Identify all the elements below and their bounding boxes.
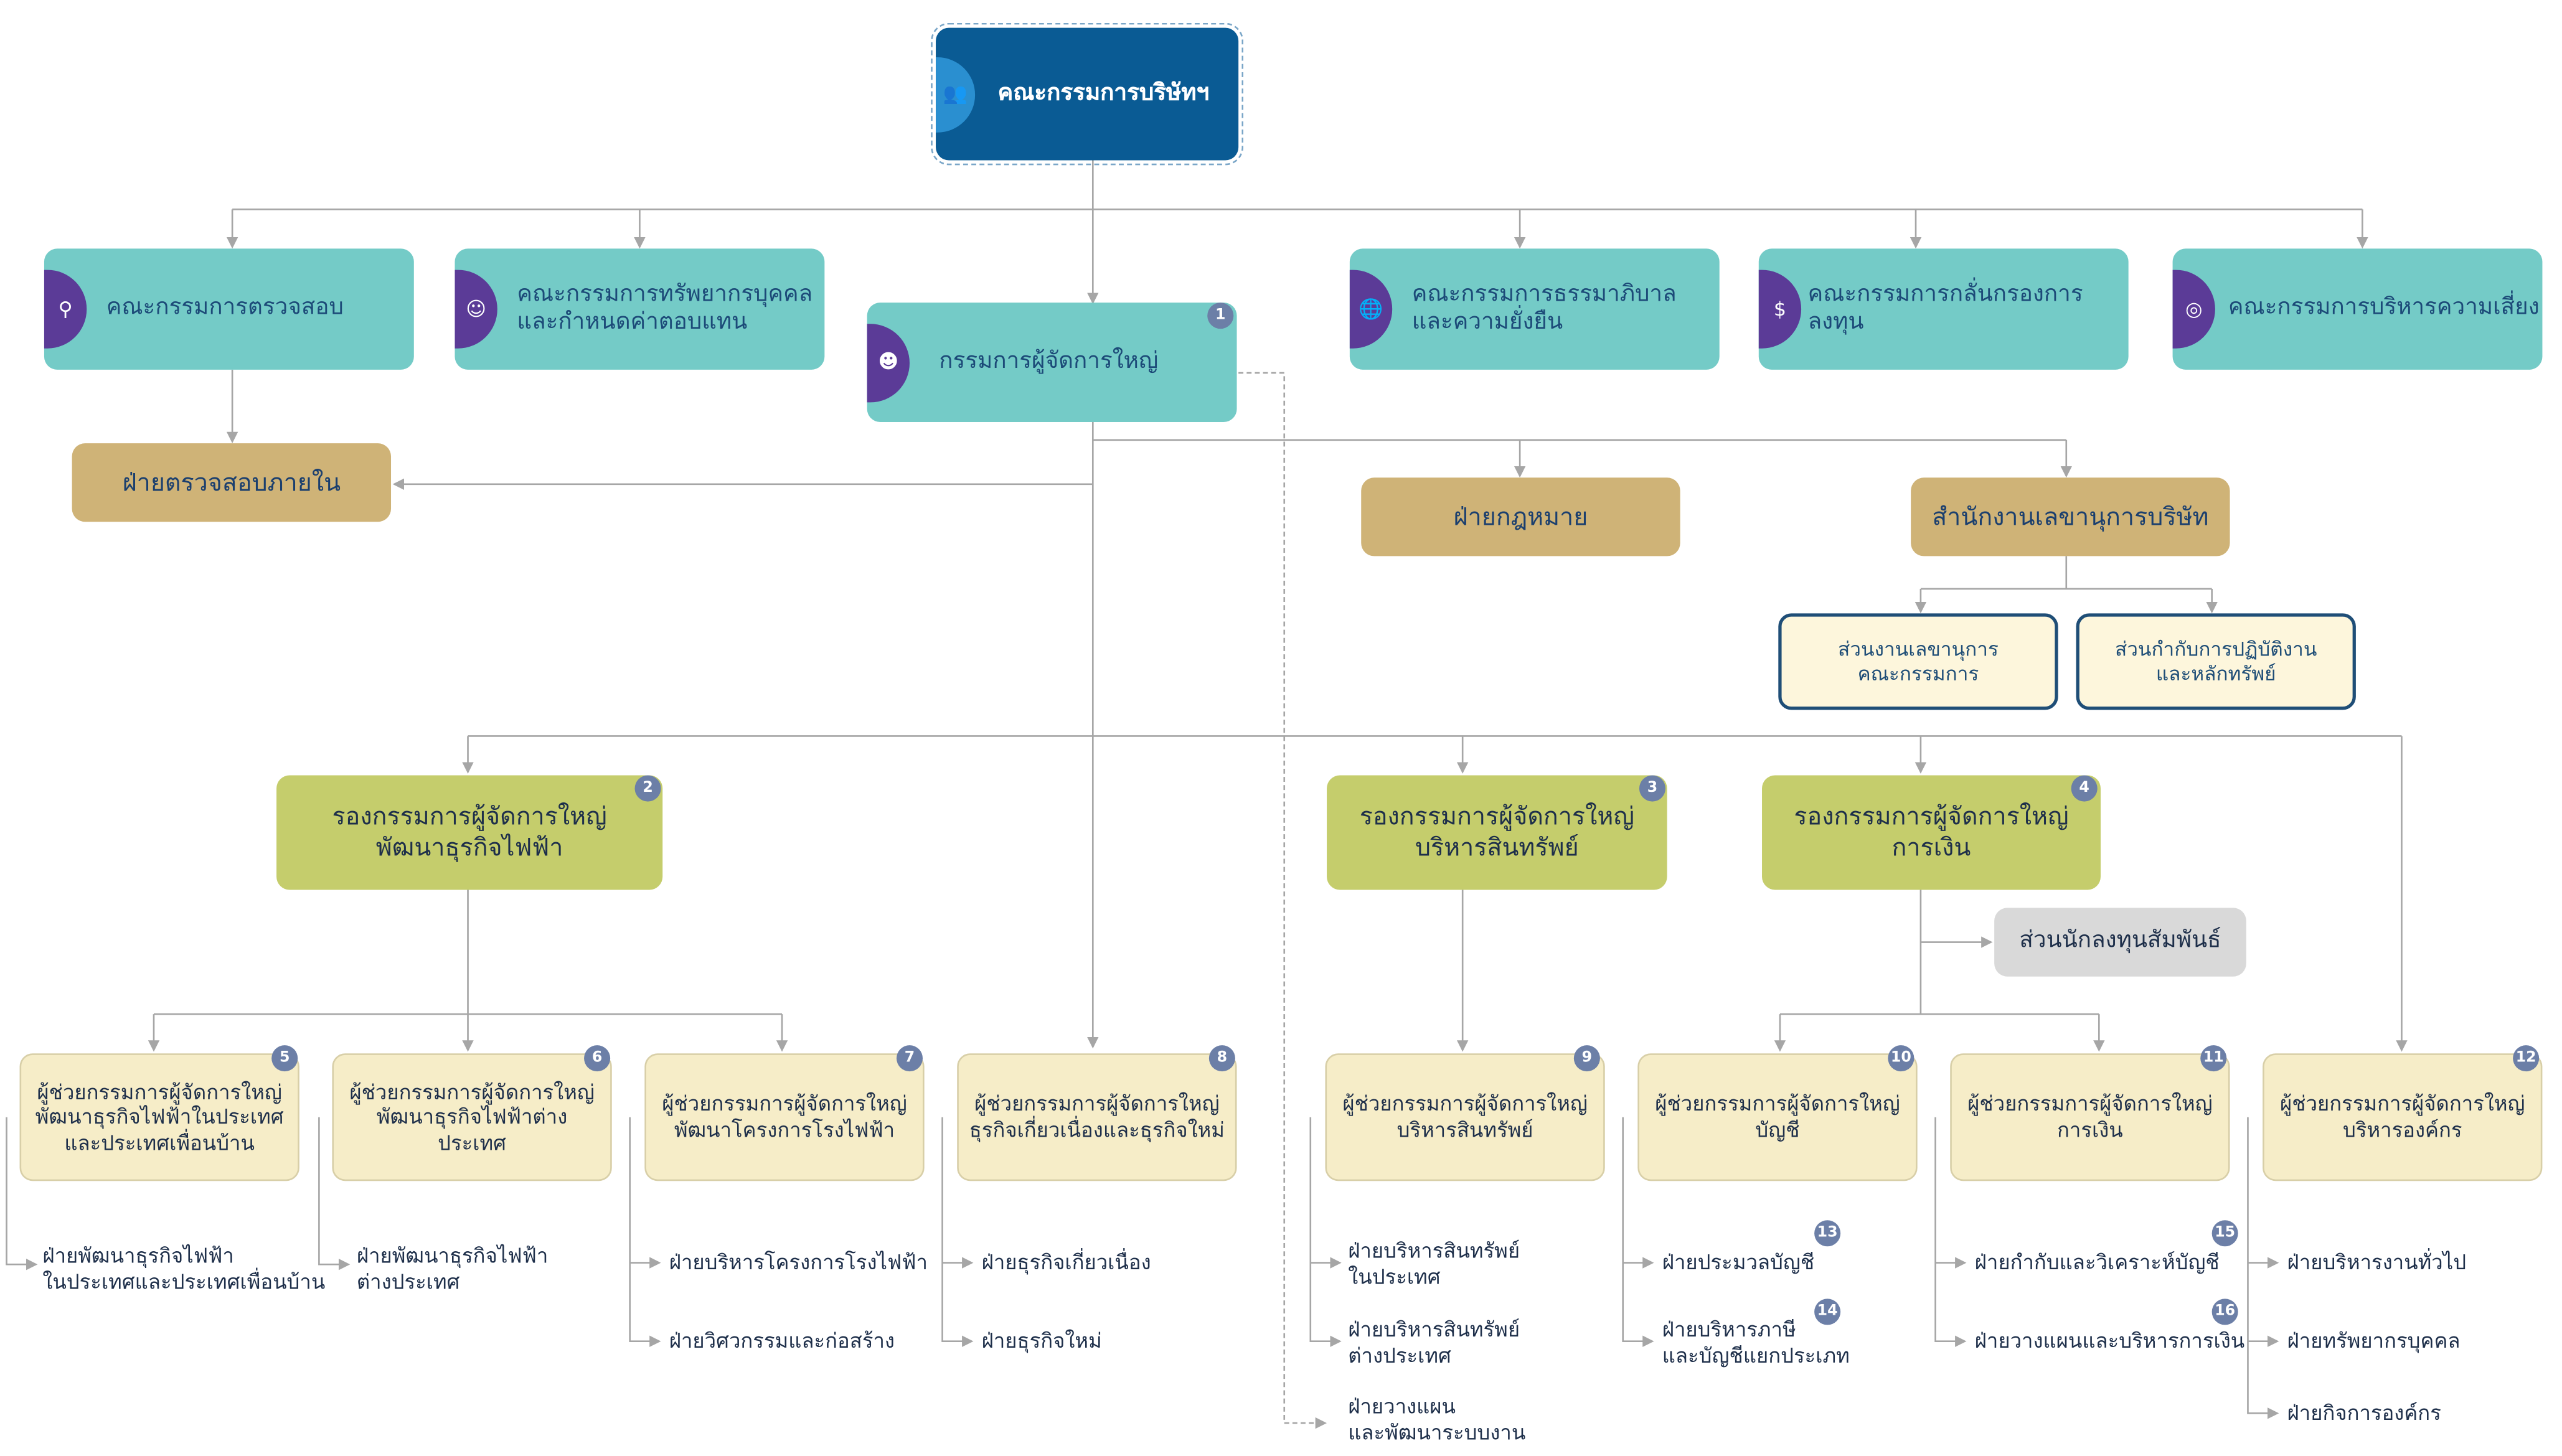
- dept-12: ฝ่ายกำกับและวิเคราะห์บัญชี: [1974, 1249, 2220, 1274]
- avp-box-7: ผู้ช่วยกรรมการผู้จัดการใหญ่ พัฒนาโครงการ…: [644, 1053, 925, 1181]
- avp-box-12: ผู้ช่วยกรรมการผู้จัดการใหญ่ บริหารองค์กร: [2263, 1053, 2543, 1181]
- svp-power-business-label: รองกรรมการผู้จัดการใหญ่ พัฒนาธุรกิจไฟฟ้า: [332, 802, 607, 862]
- money-hand-icon: $: [1758, 270, 1802, 349]
- avp-box-10: ผู้ช่วยกรรมการผู้จัดการใหญ่ บัญชี: [1637, 1053, 1918, 1181]
- avp-label-7: ผู้ช่วยกรรมการผู้จัดการใหญ่ พัฒนาโครงการ…: [662, 1091, 907, 1142]
- dept-6: ฝ่ายธุรกิจใหม่: [981, 1328, 1102, 1353]
- legal-box: ฝ่ายกฎหมาย: [1361, 477, 1680, 557]
- board-label: คณะกรรมการบริษัทฯ: [997, 80, 1210, 106]
- committee-investment: $ คณะกรรมการกลั่นกรองการลงทุน: [1758, 248, 2129, 370]
- secretary-office-label: สำนักงานเลขานุการบริษัท: [1932, 501, 2209, 532]
- committee-governance: 🌐 คณะกรรมการธรรมาภิบาล และความยั่งยืน: [1349, 248, 1720, 370]
- globe-hand-icon: 🌐: [1349, 270, 1393, 349]
- avp-badge-6: 6: [584, 1045, 611, 1072]
- committee-hr: ☺ คณะกรรมการทรัพยากรบุคคล และกำหนดค่าตอบ…: [454, 248, 825, 370]
- svp-finance-box: รองกรรมการผู้จัดการใหญ่ การเงิน: [1762, 775, 2101, 890]
- avp-box-6: ผู้ช่วยกรรมการผู้จัดการใหญ่ พัฒนาธุรกิจไ…: [332, 1053, 612, 1181]
- committee-audit: ⚲ คณะกรรมการตรวจสอบ: [44, 248, 414, 370]
- ceo-icon: ☻: [867, 322, 910, 402]
- svp-asset-management-box: รองกรรมการผู้จัดการใหญ่ บริหารสินทรัพย์: [1327, 775, 1667, 890]
- dept-1: ฝ่ายพัฒนาธุรกิจไฟฟ้า ในประเทศและประเทศเพ…: [42, 1243, 326, 1295]
- board-secretary-unit-box: ส่วนงานเลขานุการ คณะกรรมการ: [1778, 613, 2058, 710]
- internal-audit-label: ฝ่ายตรวจสอบภายใน: [122, 467, 341, 497]
- ceo-badge: 1: [1207, 303, 1234, 329]
- avp-label-12: ผู้ช่วยกรรมการผู้จัดการใหญ่ บริหารองค์กร: [2280, 1091, 2525, 1142]
- committee-governance-label: คณะกรรมการธรรมาภิบาล และความยั่งยืน: [1411, 280, 1677, 336]
- dept-9: ฝ่ายวางแผน และพัฒนาระบบงาน: [1348, 1393, 1526, 1445]
- avp-box-9: ผู้ช่วยกรรมการผู้จัดการใหญ่ บริหารสินทรั…: [1325, 1053, 1605, 1181]
- svp-finance-label: รองกรรมการผู้จัดการใหญ่ การเงิน: [1794, 802, 2069, 862]
- dept-badge-15: 15: [2211, 1220, 2238, 1247]
- compliance-unit-label: ส่วนกำกับการปฏิบัติงาน และหลักทรัพย์: [2114, 637, 2317, 685]
- dept-14: ฝ่ายบริหารงานทั่วไป: [2287, 1249, 2467, 1274]
- dept-15: ฝ่ายทรัพยากรบุคคล: [2287, 1328, 2461, 1353]
- group-icon: ☺: [454, 270, 497, 349]
- committee-hr-label: คณะกรรมการทรัพยากรบุคคล และกำหนดค่าตอบแท…: [517, 280, 813, 336]
- dept-badge-13: 13: [1814, 1220, 1841, 1247]
- dept-4: ฝ่ายวิศวกรรมและก่อสร้าง: [669, 1328, 895, 1353]
- dept-5: ฝ่ายธุรกิจเกี่ยวเนื่อง: [981, 1249, 1151, 1274]
- avp-badge-9: 9: [1573, 1045, 1600, 1072]
- people-icon: 👥: [936, 56, 976, 132]
- avp-label-6: ผู้ช่วยกรรมการผู้จัดการใหญ่ พัฒนาธุรกิจไ…: [349, 1079, 595, 1155]
- avp-label-8: ผู้ช่วยกรรมการผู้จัดการใหญ่ ธุรกิจเกี่ยว…: [969, 1091, 1225, 1142]
- dept-11: ฝ่ายบริหารภาษี และบัญชีแยกประเภท: [1662, 1317, 1850, 1368]
- dept-badge-16: 16: [2211, 1299, 2238, 1325]
- dept-7: ฝ่ายบริหารสินทรัพย์ ในประเทศ: [1348, 1238, 1520, 1290]
- dept-3: ฝ่ายบริหารโครงการโรงไฟฟ้า: [669, 1249, 928, 1274]
- magnifier-icon: ⚲: [44, 270, 87, 349]
- dept-badge-14: 14: [1814, 1299, 1841, 1325]
- dept-2: ฝ่ายพัฒนาธุรกิจไฟฟ้า ต่างประเทศ: [356, 1243, 549, 1295]
- avp-label-5: ผู้ช่วยกรรมการผู้จัดการใหญ่ พัฒนาธุรกิจไ…: [35, 1079, 284, 1155]
- svp-asset-management-label: รองกรรมการผู้จัดการใหญ่ บริหารสินทรัพย์: [1359, 802, 1634, 862]
- avp-badge-12: 12: [2513, 1045, 2540, 1072]
- target-icon: ◎: [2172, 270, 2215, 349]
- avp-label-11: ผู้ช่วยกรรมการผู้จัดการใหญ่ การเงิน: [1967, 1091, 2213, 1142]
- avp-badge-10: 10: [1888, 1045, 1914, 1072]
- avp-badge-5: 5: [271, 1045, 298, 1072]
- avp-box-8: ผู้ช่วยกรรมการผู้จัดการใหญ่ ธุรกิจเกี่ยว…: [957, 1053, 1237, 1181]
- committee-audit-label: คณะกรรมการตรวจสอบ: [106, 294, 344, 321]
- avp-box-11: ผู้ช่วยกรรมการผู้จัดการใหญ่ การเงิน: [1950, 1053, 2230, 1181]
- board-secretary-unit-label: ส่วนงานเลขานุการ คณะกรรมการ: [1838, 637, 1999, 685]
- internal-audit-box: ฝ่ายตรวจสอบภายใน: [72, 443, 392, 522]
- committee-risk: ◎ คณะกรรมการบริหารความเสี่ยง: [2172, 248, 2543, 370]
- dept-16: ฝ่ายกิจการองค์กร: [2287, 1400, 2441, 1425]
- dept-8: ฝ่ายบริหารสินทรัพย์ ต่างประเทศ: [1348, 1317, 1520, 1368]
- svp-power-business-box: รองกรรมการผู้จัดการใหญ่ พัฒนาธุรกิจไฟฟ้า: [276, 775, 663, 890]
- legal-label: ฝ่ายกฎหมาย: [1453, 501, 1588, 532]
- dept-13: ฝ่ายวางแผนและบริหารการเงิน: [1974, 1328, 2245, 1353]
- svp-power-business-badge: 2: [634, 775, 661, 802]
- committee-risk-label: คณะกรรมการบริหารความเสี่ยง: [2228, 294, 2540, 321]
- board-of-directors-box: 👥 คณะกรรมการบริษัทฯ: [931, 22, 1244, 166]
- secretary-office-box: สำนักงานเลขานุการบริษัท: [1911, 477, 2230, 557]
- avp-box-5: ผู้ช่วยกรรมการผู้จัดการใหญ่ พัฒนาธุรกิจไ…: [19, 1053, 299, 1181]
- ceo-box: ☻ กรรมการผู้จัดการใหญ่: [867, 303, 1237, 422]
- investor-relations-box: ส่วนนักลงทุนสัมพันธ์: [1994, 908, 2246, 977]
- compliance-unit-box: ส่วนกำกับการปฏิบัติงาน และหลักทรัพย์: [2076, 613, 2356, 710]
- svp-finance-badge: 4: [2071, 775, 2098, 802]
- ceo-label: กรรมการผู้จัดการใหญ่: [939, 348, 1159, 375]
- avp-badge-7: 7: [896, 1045, 923, 1072]
- svp-asset-management-badge: 3: [1639, 775, 1665, 802]
- committee-investment-label: คณะกรรมการกลั่นกรองการลงทุน: [1807, 280, 2083, 336]
- avp-badge-8: 8: [1208, 1045, 1235, 1072]
- dept-10: ฝ่ายประมวลบัญชี: [1662, 1249, 1815, 1274]
- avp-label-10: ผู้ช่วยกรรมการผู้จัดการใหญ่ บัญชี: [1655, 1091, 1900, 1142]
- avp-badge-11: 11: [2200, 1045, 2227, 1072]
- avp-label-9: ผู้ช่วยกรรมการผู้จัดการใหญ่ บริหารสินทรั…: [1342, 1091, 1588, 1142]
- investor-relations-label: ส่วนนักลงทุนสัมพันธ์: [2019, 928, 2221, 954]
